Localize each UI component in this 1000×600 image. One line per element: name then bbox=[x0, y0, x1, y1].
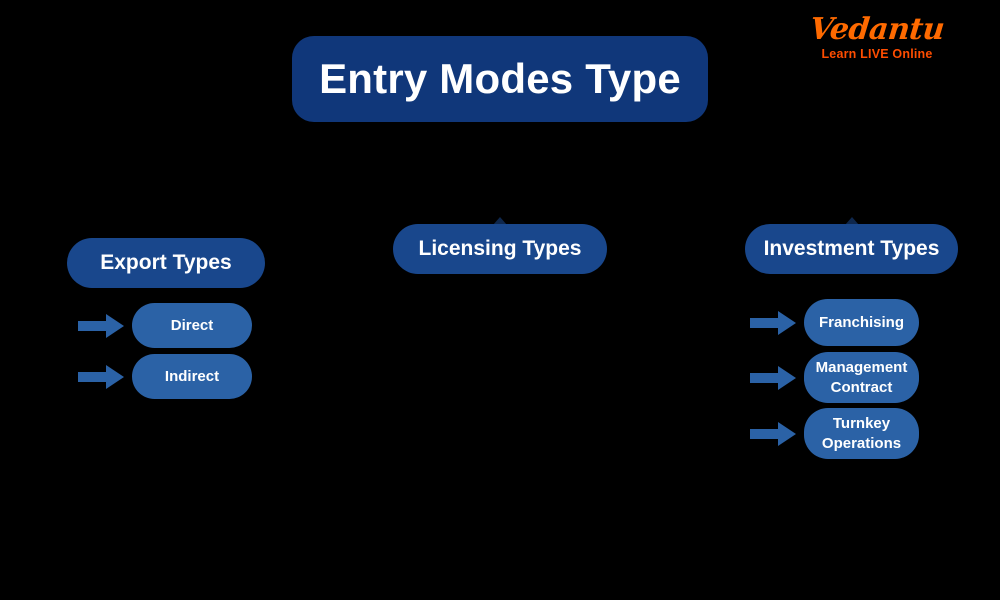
leaf-pill-label: Franchising bbox=[818, 313, 904, 331]
right-block-arrow-icon bbox=[750, 365, 796, 390]
right-block-arrow-icon bbox=[750, 310, 796, 335]
logo-tagline: Learn LIVE Online bbox=[821, 47, 933, 61]
leaf-row-turnkey-operations: Turnkey Operations bbox=[750, 408, 919, 459]
leaf-row-franchising: Franchising bbox=[750, 299, 919, 346]
leaf-pill-direct[interactable]: Direct bbox=[132, 303, 252, 348]
leaf-pill-label: Management Contract bbox=[815, 358, 908, 396]
right-block-arrow-icon bbox=[78, 313, 124, 338]
leaf-pill-franchising[interactable]: Franchising bbox=[804, 299, 919, 346]
connector-notch-icon bbox=[844, 217, 859, 225]
column-export-types: Export Types Direct Indirect bbox=[0, 0, 340, 600]
category-header-label: Export Types bbox=[100, 251, 232, 274]
right-block-arrow-icon bbox=[750, 421, 796, 446]
leaf-pill-label: Direct bbox=[170, 316, 214, 334]
leaf-pill-indirect[interactable]: Indirect bbox=[132, 354, 252, 399]
category-header-licensing-types[interactable]: Licensing Types bbox=[393, 217, 607, 274]
column-investment-types: Investment Types Portfolio Foreign Direc… bbox=[660, 0, 1000, 600]
leaf-pill-turnkey-operations[interactable]: Turnkey Operations bbox=[804, 408, 919, 459]
vedantu-logo: Vedantu Learn LIVE Online bbox=[792, 12, 962, 72]
leaf-row-indirect: Indirect bbox=[78, 354, 252, 399]
leaf-pill-management-contract[interactable]: Management Contract bbox=[804, 352, 919, 403]
leaf-row-direct: Direct bbox=[78, 303, 252, 348]
category-header-label: Licensing Types bbox=[418, 237, 582, 260]
leaf-pill-label: Indirect bbox=[164, 367, 220, 385]
column-licensing-types: Licensing Types Franchising Management C… bbox=[340, 0, 919, 600]
category-header-export-types[interactable]: Export Types bbox=[67, 238, 265, 288]
connector-notch-icon bbox=[493, 217, 507, 225]
leaf-pill-label: Turnkey Operations bbox=[821, 414, 902, 452]
category-header-investment-types[interactable]: Investment Types bbox=[745, 217, 958, 274]
page-title: Entry Modes Type bbox=[319, 55, 681, 102]
leaf-row-management-contract: Management Contract bbox=[750, 352, 919, 403]
category-header-label: Investment Types bbox=[763, 237, 940, 260]
diagram-title-box: Entry Modes Type bbox=[292, 36, 708, 122]
right-block-arrow-icon bbox=[78, 364, 124, 389]
